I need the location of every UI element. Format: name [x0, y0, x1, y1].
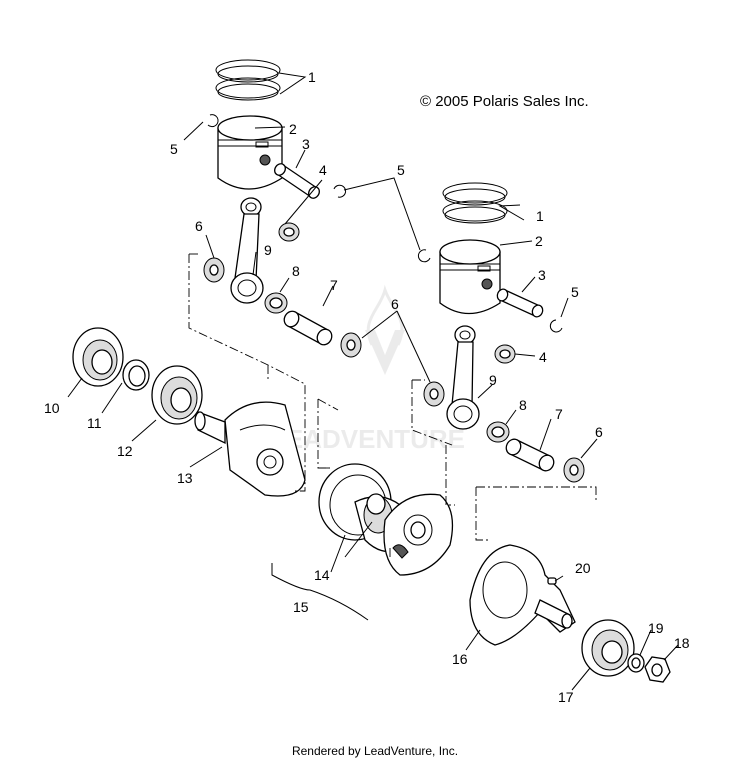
crankshaft-left-half	[194, 401, 306, 497]
circlip-right-inner	[417, 249, 431, 263]
callout-8: 8	[519, 397, 527, 413]
callout-12: 12	[117, 443, 133, 459]
callout-9: 9	[489, 372, 497, 388]
wrist-pin-right	[496, 288, 544, 318]
callout-5: 5	[397, 162, 405, 178]
callout-14: 14	[314, 567, 330, 583]
connecting-rod-left	[230, 197, 264, 304]
callout-2: 2	[535, 233, 543, 249]
crank-needle-bearing-right	[486, 421, 510, 443]
thrust-washer-right-outer	[563, 457, 585, 483]
piston-rings-right	[442, 182, 508, 224]
circlip-center	[333, 184, 347, 198]
crank-needle-bearing-left	[264, 292, 288, 314]
callout-2: 2	[289, 121, 297, 137]
thrust-washer-left	[203, 257, 225, 283]
callout-19: 19	[648, 620, 664, 636]
main-bearing-right	[581, 619, 635, 677]
callout-6: 6	[195, 218, 203, 234]
connecting-rod-right	[446, 325, 480, 430]
needle-bearing-left	[278, 222, 300, 242]
crank-nut	[644, 656, 671, 683]
callout-6: 6	[391, 296, 399, 312]
callout-6: 6	[595, 424, 603, 440]
bearing-with-snapring-left	[151, 365, 203, 425]
callout-1: 1	[308, 69, 316, 85]
callout-11: 11	[87, 415, 102, 431]
leadventure-watermark: LEADVENTURE	[270, 284, 465, 454]
callout-1: 1	[536, 208, 544, 224]
piston-rings-left	[215, 59, 281, 101]
callout-16: 16	[452, 651, 468, 667]
needle-bearing-right	[494, 344, 516, 364]
callout-7: 7	[330, 277, 338, 293]
crank-pin-right	[505, 438, 555, 472]
assembly-dash-lines	[188, 253, 597, 560]
crankshaft-right-half	[469, 544, 576, 646]
circlip-left-outer	[207, 114, 219, 128]
callout-5: 5	[170, 141, 178, 157]
main-bearing-left	[72, 327, 124, 387]
callout-17: 17	[558, 689, 574, 705]
callout-3: 3	[302, 136, 310, 152]
footer-credit: Rendered by LeadVenture, Inc.	[291, 744, 459, 758]
leader-lines	[67, 72, 679, 691]
piston-left	[217, 115, 283, 190]
callout-labels: 1 2 3 4 5 5 6 9 8 7 6 1 2 3 5 4 9 8 7 6 …	[44, 69, 690, 705]
thrust-washer-center	[340, 332, 362, 358]
callout-8: 8	[292, 263, 300, 279]
callout-15: 15	[293, 599, 309, 615]
circlip-right-outer	[549, 319, 563, 333]
washer-right	[627, 653, 645, 673]
callout-18: 18	[674, 635, 690, 651]
callout-4: 4	[539, 349, 547, 365]
callout-7: 7	[555, 406, 563, 422]
thrust-washer-right-inner	[423, 381, 445, 407]
copyright-text: © 2005 Polaris Sales Inc.	[420, 93, 589, 110]
callout-13: 13	[177, 470, 193, 486]
crank-pin-left	[283, 310, 333, 346]
spacer-ring-left	[122, 359, 150, 391]
callout-20: 20	[575, 560, 591, 576]
crank-wheel-center-2	[383, 493, 454, 576]
svg-text:LEADVENTURE: LEADVENTURE	[270, 424, 465, 454]
callout-4: 4	[319, 162, 327, 178]
callout-5: 5	[571, 284, 579, 300]
woodruff-key	[547, 577, 557, 585]
callout-9: 9	[264, 242, 272, 258]
callout-10: 10	[44, 400, 60, 416]
callout-3: 3	[538, 267, 546, 283]
piston-right	[439, 239, 501, 315]
wrist-pin-left	[274, 163, 320, 199]
